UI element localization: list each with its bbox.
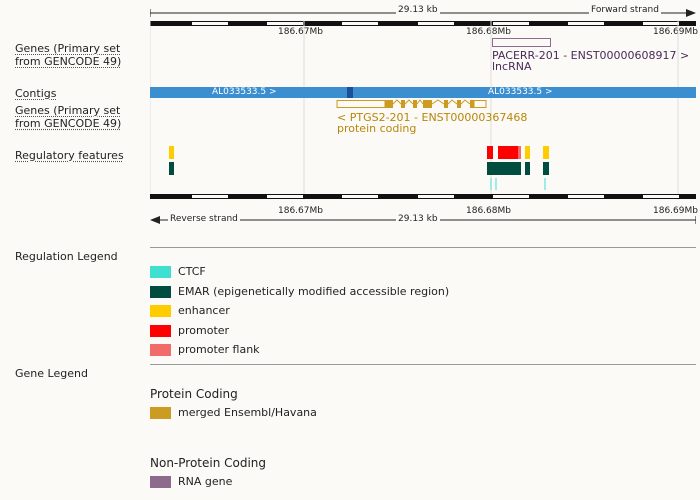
promoter-feature[interactable]: [498, 146, 518, 159]
protein-coding-group-title: Protein Coding: [150, 387, 238, 401]
emar-feature[interactable]: [543, 162, 549, 175]
enhancer-feature[interactable]: [169, 146, 174, 159]
reverse-strand-label: Reverse strand: [168, 214, 240, 224]
bottom-tick-186-67: 186.67Mb: [278, 206, 323, 216]
pacerr-gene-biotype: lncRNA: [492, 60, 532, 73]
forward-strand-label: Forward strand: [589, 5, 661, 15]
bottom-size-label: 29.13 kb: [396, 214, 440, 224]
gene-legend-divider: [150, 364, 696, 365]
rna-gene-swatch: [150, 475, 171, 488]
legend-label: RNA gene: [178, 475, 233, 488]
regulation-legend-item: CTCF: [150, 265, 206, 278]
top-tick-186-67: 186.67Mb: [278, 27, 323, 37]
gene-legend-item: merged Ensembl/Havana: [150, 406, 317, 419]
regulatory-features-track-label[interactable]: Regulatory features: [15, 149, 124, 162]
regulatory-features-graphic: [169, 146, 549, 190]
genes-reverse-track-label[interactable]: Genes (Primary set from GENCODE 49): [15, 104, 122, 130]
bottom-ruler: [150, 194, 697, 230]
bottom-tick-186-69: 186.69Mb: [653, 206, 698, 216]
contig-mark: [347, 87, 353, 98]
left-arrow-icon: [150, 216, 160, 224]
legend-label: merged Ensembl/Havana: [178, 406, 317, 419]
contig-label-right: AL033533.5 >: [488, 87, 553, 97]
legend-divider: [150, 247, 696, 248]
bottom-ruler-graphic: [150, 194, 697, 224]
regulation-legend-item: promoter: [150, 324, 229, 337]
gene-legend-item: RNA gene: [150, 475, 232, 488]
non-protein-coding-group-title: Non-Protein Coding: [150, 456, 267, 470]
top-tick-186-68: 186.68Mb: [466, 27, 511, 37]
top-size-label: 29.13 kb: [396, 5, 440, 15]
merged-ensembl-havana-swatch: [150, 406, 171, 419]
contig-bar[interactable]: [150, 87, 696, 98]
emar-feature[interactable]: [487, 162, 521, 175]
ptgs2-gene-name[interactable]: < PTGS2-201 - ENST00000367468: [337, 111, 528, 124]
ptgs2-gene-model[interactable]: [336, 99, 536, 111]
pacerr-gene-name[interactable]: PACERR-201 - ENST00000608917 >: [492, 49, 690, 62]
promoter-flank-feature[interactable]: [518, 146, 521, 159]
enhancer-swatch: [150, 304, 171, 317]
right-arrow-icon: [686, 9, 696, 17]
top-tick-186-69: 186.69Mb: [653, 27, 698, 37]
gene-legend-heading: Gene Legend: [15, 367, 88, 380]
legend-label: promoter flank: [178, 343, 260, 356]
contig-label-left: AL033533.5 >: [212, 87, 277, 97]
regulation-legend-item: enhancer: [150, 304, 230, 317]
legend-label: enhancer: [178, 304, 230, 317]
legend-label: CTCF: [178, 265, 206, 278]
regulation-legend-item: promoter flank: [150, 343, 260, 356]
enhancer-feature[interactable]: [525, 146, 530, 159]
emar-feature[interactable]: [525, 162, 530, 175]
bottom-tick-186-68: 186.68Mb: [466, 206, 511, 216]
legend-label: EMAR (epigenetically modified accessible…: [178, 285, 450, 298]
emar-feature[interactable]: [169, 162, 174, 175]
pacerr-gene-box[interactable]: [492, 38, 551, 47]
ctcf-swatch: [150, 265, 171, 278]
legend-label: promoter: [178, 324, 230, 337]
genes-forward-track-label[interactable]: Genes (Primary set from GENCODE 49): [15, 42, 122, 68]
contigs-track-label[interactable]: Contigs: [15, 87, 57, 100]
ptgs2-gene-biotype: protein coding: [337, 122, 417, 135]
promoter-swatch: [150, 324, 171, 337]
regulation-legend-item: EMAR (epigenetically modified accessible…: [150, 285, 449, 298]
emar-swatch: [150, 285, 171, 298]
enhancer-feature[interactable]: [543, 146, 549, 159]
promoter-flank-swatch: [150, 343, 171, 356]
regulation-legend-heading: Regulation Legend: [15, 250, 118, 263]
promoter-feature[interactable]: [487, 146, 493, 159]
